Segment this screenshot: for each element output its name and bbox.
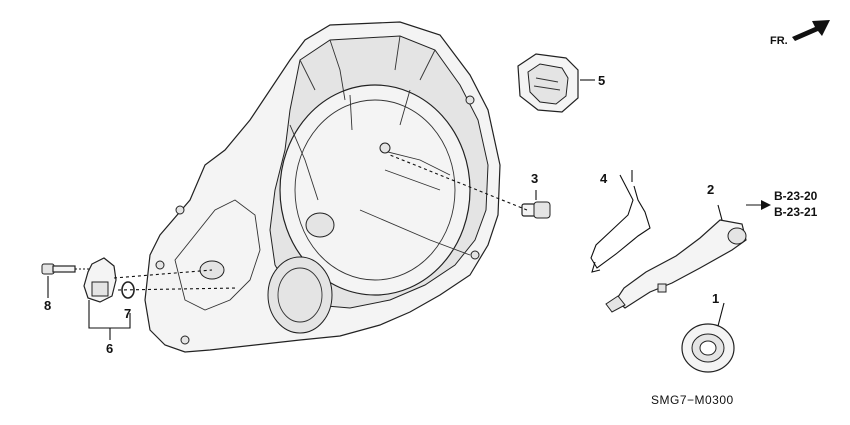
part-4-spring-clip xyxy=(590,174,651,273)
reference-b-23-20: B-23-20 xyxy=(774,189,818,203)
reference-b-23-21: B-23-21 xyxy=(774,205,818,219)
part-6-sensor xyxy=(83,257,117,303)
part-1-release-bearing xyxy=(681,323,735,373)
part-7-o-ring xyxy=(121,281,135,299)
callout-7: 7 xyxy=(124,306,131,321)
front-direction-label: FR. xyxy=(770,35,788,47)
callout-5: 5 xyxy=(598,73,605,88)
part-8-bolt xyxy=(41,263,98,275)
callout-8: 8 xyxy=(44,298,51,313)
leader-lines xyxy=(47,79,725,340)
callout-1: 1 xyxy=(712,291,719,306)
front-direction-arrow-icon xyxy=(792,20,830,41)
reference-arrow-icon xyxy=(746,200,771,210)
callout-6: 6 xyxy=(106,341,113,356)
part-5-boot xyxy=(517,53,579,113)
part-3-bolt xyxy=(389,154,551,219)
diagram-code: SMG7−M0300 xyxy=(651,393,734,407)
part-2-release-fork xyxy=(605,219,747,313)
clutch-housing xyxy=(144,21,501,353)
callout-2: 2 xyxy=(707,182,714,197)
callout-4: 4 xyxy=(600,171,608,186)
callout-3: 3 xyxy=(531,171,538,186)
